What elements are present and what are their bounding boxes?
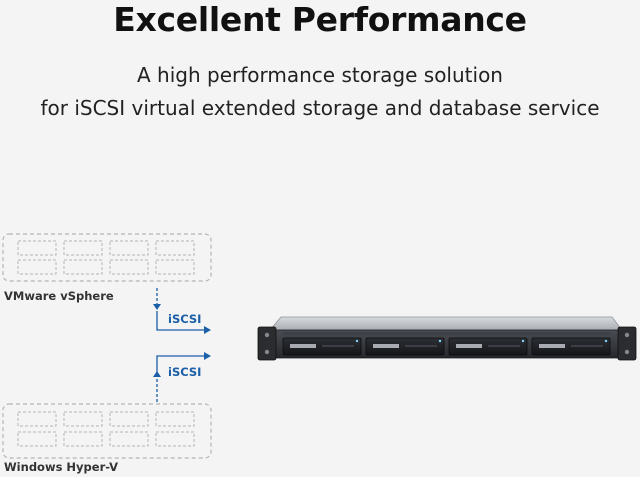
drive-bay [282,337,362,356]
vmware-vm-slot [17,240,57,256]
hyperv-vm-slot [17,411,57,427]
vmware-host-label: VMware vSphere [4,289,114,303]
vmware-vm-slot [63,259,103,275]
drive-bay [531,337,611,356]
vmware-host-box [2,233,212,282]
hyperv-vm-slot [155,431,195,447]
hyperv-host-box [2,403,212,459]
vmware-vm-slot [155,240,195,256]
page-title: Excellent Performance [113,0,527,39]
drive-bay [448,337,528,356]
iscsi-label-bottom: iSCSI [168,365,202,379]
hyperv-host-label: Windows Hyper-V [4,460,119,474]
vmware-host-group [2,233,212,282]
hyperv-host-group [2,403,212,459]
subtitle-line-2: for iSCSI virtual extended storage and d… [40,96,600,120]
nas-rack-unit [257,316,637,361]
nas-rack-ear-right [617,326,637,361]
vmware-vm-slot [155,259,195,275]
vmware-iscsi-connector [153,288,211,334]
iscsi-label-top: iSCSI [168,312,202,326]
hyperv-vm-slot [63,431,103,447]
subtitle-line-1: A high performance storage solution [137,63,503,87]
nas-top-cover [269,316,623,331]
vmware-vm-slot [63,240,103,256]
nas-rack-ear-left [257,326,277,361]
hyperv-iscsi-connector [153,352,211,402]
vmware-vm-slot [109,259,149,275]
hyperv-vm-slot [63,411,103,427]
vmware-vm-slot [17,259,57,275]
drive-bay [365,337,445,356]
hyperv-vm-slot [109,411,149,427]
hyperv-vm-slot [109,431,149,447]
hyperv-vm-slot [17,431,57,447]
hyperv-vm-slot [155,411,195,427]
vmware-vm-slot [109,240,149,256]
